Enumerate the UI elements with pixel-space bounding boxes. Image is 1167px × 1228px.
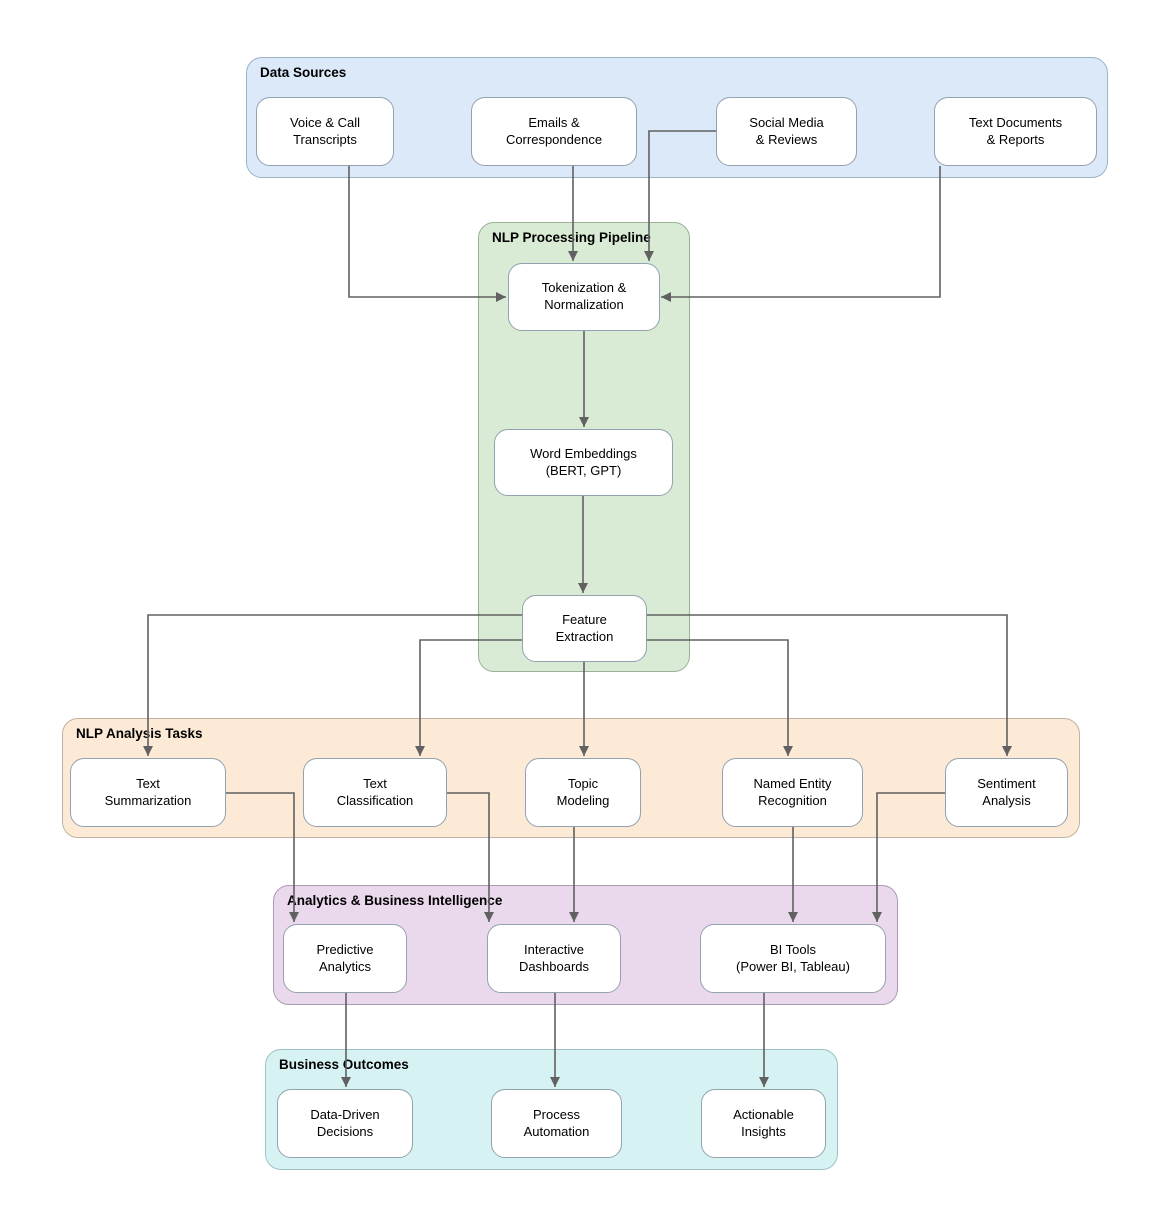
node-sentiment-analysis: Sentiment Analysis [945, 758, 1068, 827]
node-tokenization-normalization: Tokenization & Normalization [508, 263, 660, 331]
node-interactive-dashboards: Interactive Dashboards [487, 924, 621, 993]
node-text-summarization: Text Summarization [70, 758, 226, 827]
node-actionable-insights: Actionable Insights [701, 1089, 826, 1158]
group-title-nlp-processing-pipeline: NLP Processing Pipeline [492, 230, 651, 245]
group-title-nlp-analysis-tasks: NLP Analysis Tasks [76, 726, 203, 741]
node-text-documents-reports: Text Documents & Reports [934, 97, 1097, 166]
edge-textdocs-to-tokenization [661, 166, 941, 302]
node-process-automation: Process Automation [491, 1089, 622, 1158]
node-named-entity-recognition: Named Entity Recognition [722, 758, 863, 827]
node-emails-correspondence: Emails & Correspondence [471, 97, 637, 166]
node-word-embeddings: Word Embeddings (BERT, GPT) [494, 429, 673, 496]
node-topic-modeling: Topic Modeling [525, 758, 641, 827]
node-feature-extraction: Feature Extraction [522, 595, 647, 662]
node-data-driven-decisions: Data-Driven Decisions [277, 1089, 413, 1158]
group-title-data-sources: Data Sources [260, 65, 347, 80]
node-social-media-reviews: Social Media & Reviews [716, 97, 857, 166]
node-predictive-analytics: Predictive Analytics [283, 924, 407, 993]
node-text-classification: Text Classification [303, 758, 447, 827]
node-voice-call-transcripts: Voice & Call Transcripts [256, 97, 394, 166]
node-bi-tools: BI Tools (Power BI, Tableau) [700, 924, 886, 993]
group-title-business-outcomes: Business Outcomes [279, 1057, 409, 1072]
group-title-analytics-business-intelligence: Analytics & Business Intelligence [287, 893, 503, 908]
